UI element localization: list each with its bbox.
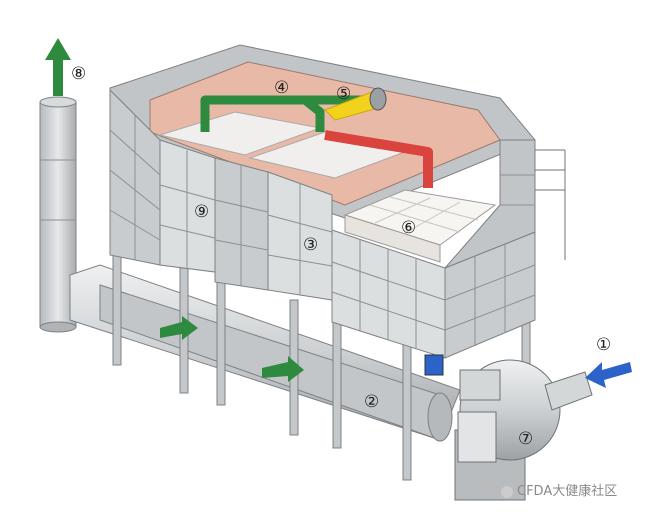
burner-5 (324, 87, 387, 121)
regenerator-tower-9 (109, 88, 216, 273)
label-9-tower: ⑨ (194, 202, 209, 222)
regenerator-tower-front (331, 139, 566, 359)
label-1-inlet: ① (596, 335, 611, 355)
watermark: CFDA大健康社区 (491, 482, 617, 499)
label-8-exhaust: ⑧ (71, 64, 86, 84)
exhaust-stack (39, 96, 77, 333)
exhaust-arrow-icon (45, 38, 71, 96)
fan-7 (454, 359, 593, 501)
damper-valve (424, 354, 444, 376)
label-6-ceramic: ⑥ (401, 218, 416, 238)
flow-arrow-icon (262, 356, 304, 382)
green-pipe (200, 95, 365, 132)
label-3-tower: ③ (303, 235, 318, 255)
red-pipe (324, 130, 433, 188)
flow-arrow-icon (160, 316, 198, 340)
label-5-burner: ⑤ (336, 84, 351, 104)
label-7-fan: ⑦ (518, 429, 533, 449)
inlet-arrow-icon (585, 362, 632, 388)
regenerator-tower-3 (214, 157, 333, 301)
label-4-chamber: ④ (274, 78, 289, 98)
label-2-duct: ② (364, 392, 379, 412)
ceramic-media-6 (343, 189, 497, 263)
watermark-text: CFDA大健康社区 (517, 483, 617, 499)
